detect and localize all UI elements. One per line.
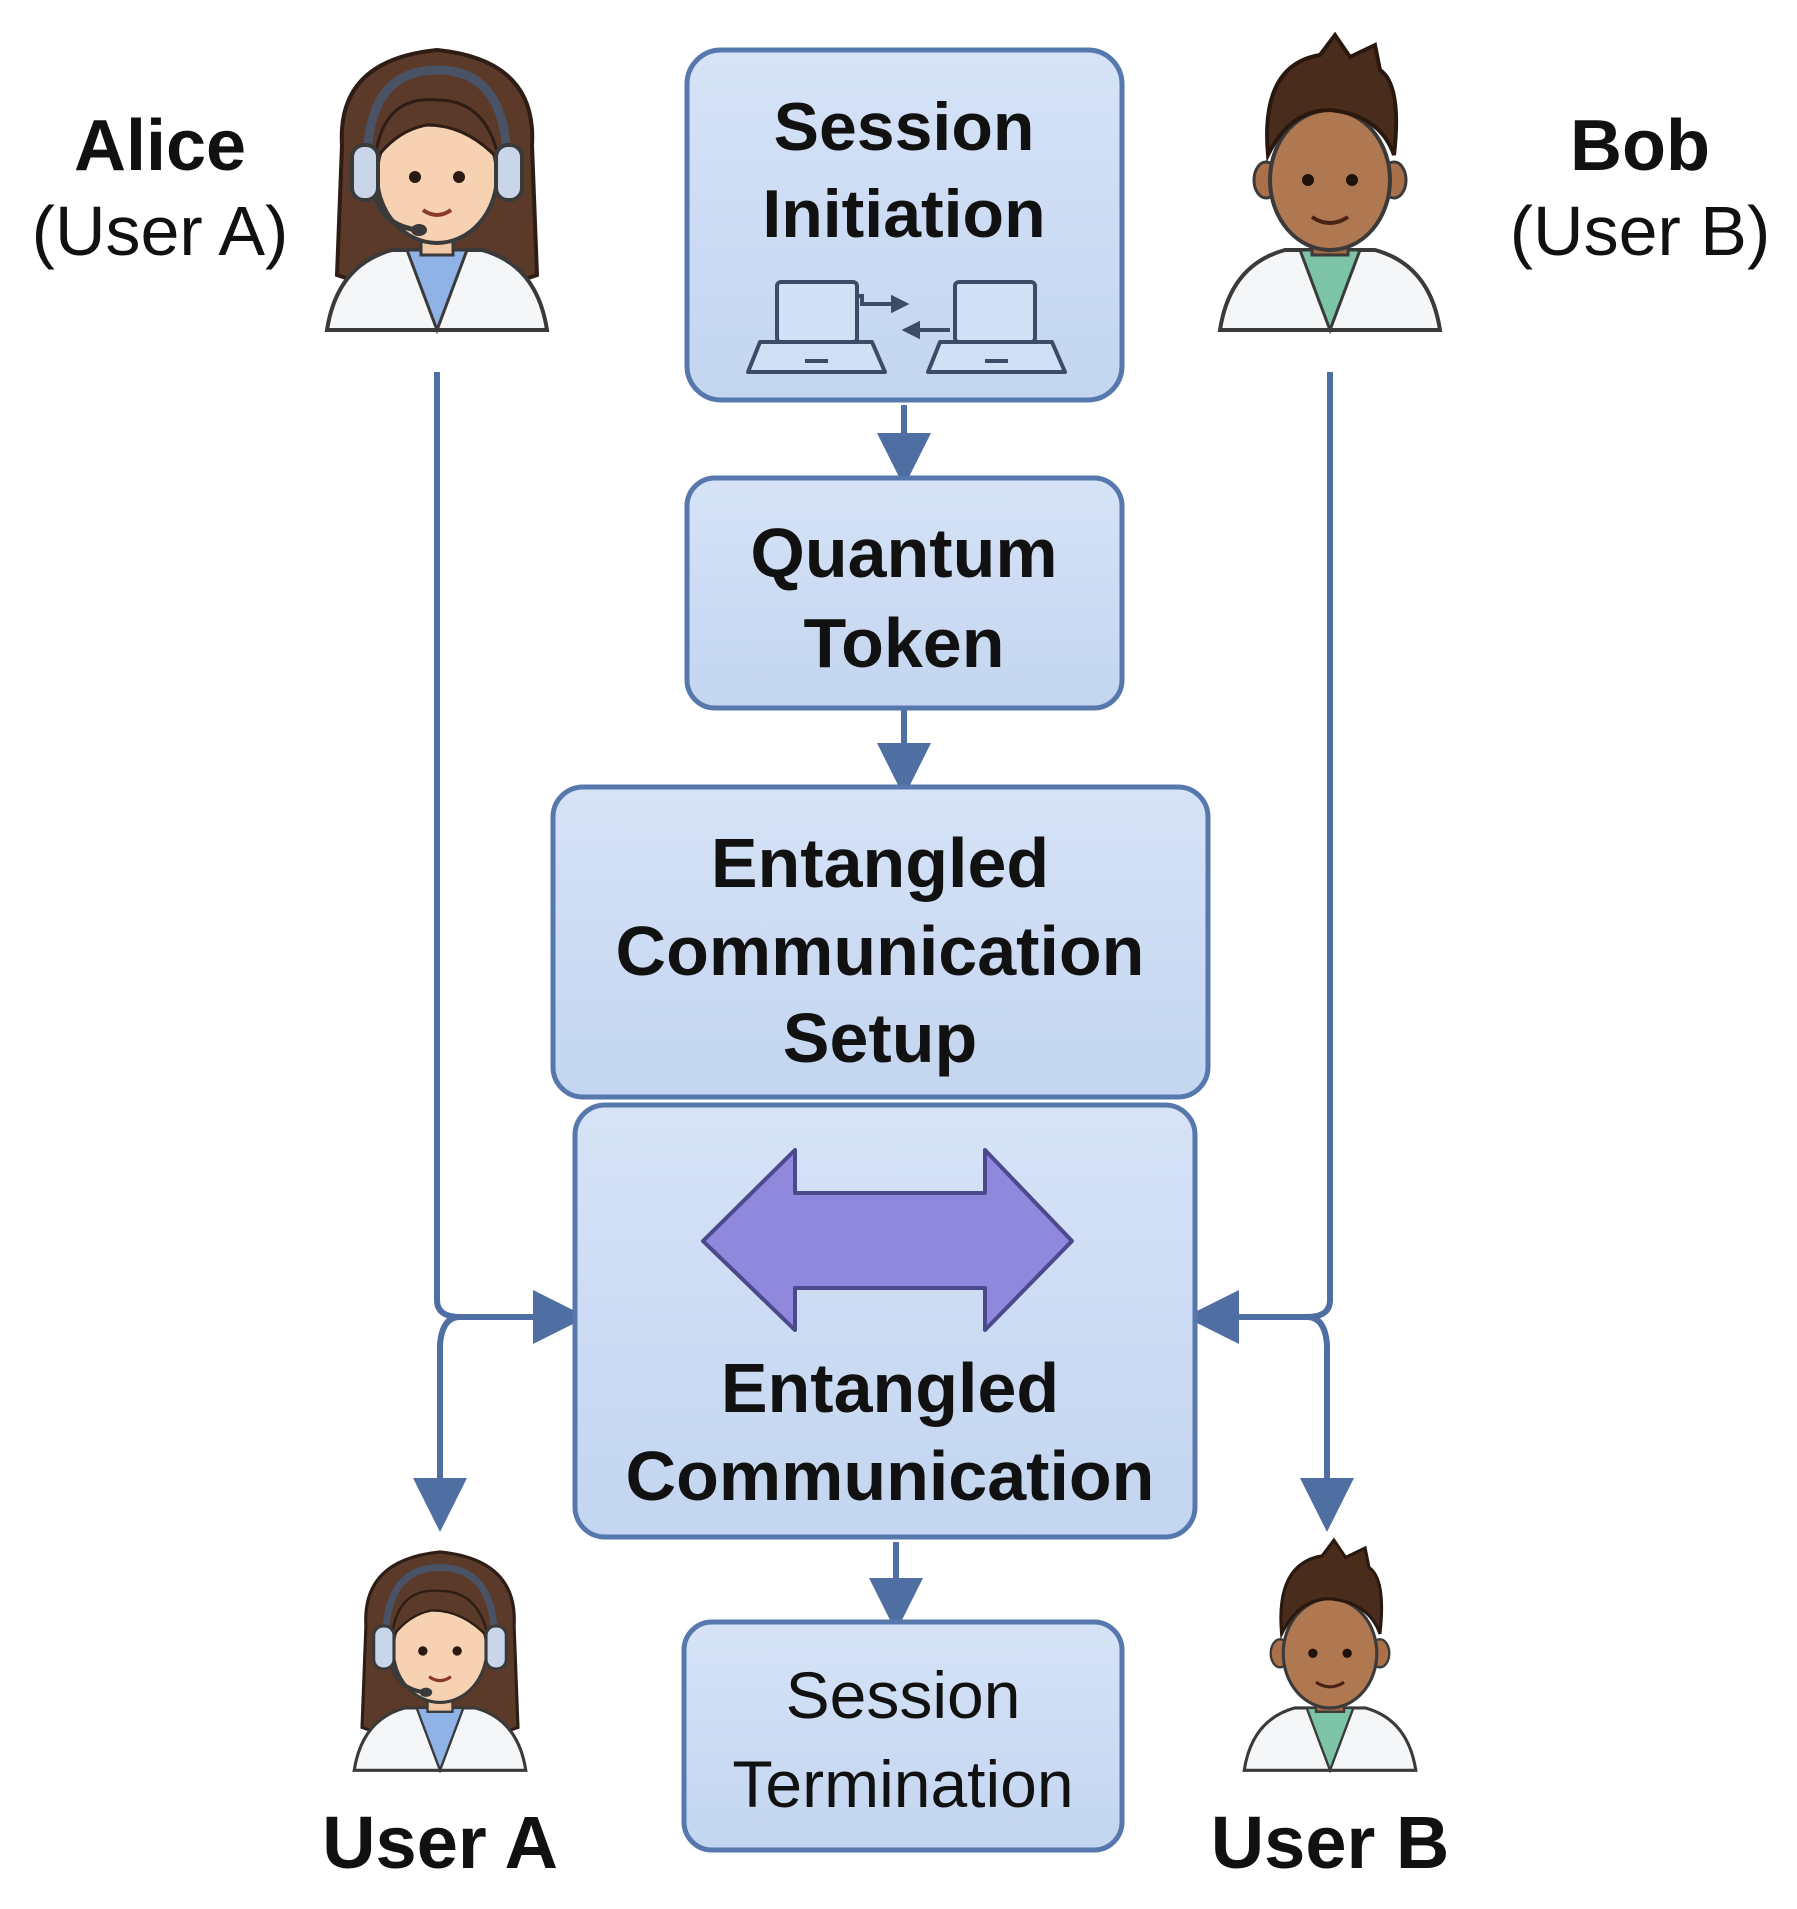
arrow-bob-to-user-b xyxy=(1300,1314,1354,1532)
user-b-avatar xyxy=(1242,1537,1418,1774)
entangled-setup-line1: Entangled xyxy=(711,824,1049,902)
session-initiation-line2: Initiation xyxy=(762,176,1045,252)
user-a-headset-avatar xyxy=(352,1550,528,1774)
quantum-token-line1: Quantum xyxy=(750,514,1057,592)
quantum-token-box: Quantum Token xyxy=(684,475,1125,711)
entangled-setup-box: Entangled Communication Setup xyxy=(550,784,1211,1100)
alice-role-label: (User A) xyxy=(32,192,289,270)
connectors xyxy=(413,372,1354,1632)
bob-avatar xyxy=(1217,31,1443,335)
session-termination-line2: Termination xyxy=(732,1747,1073,1821)
alice-name-label: Alice xyxy=(74,106,246,186)
alice-headset-avatar xyxy=(324,47,550,335)
entangled-communication-line2: Communication xyxy=(626,1437,1155,1515)
session-initiation-box: Session Initiation xyxy=(684,47,1125,403)
double-arrow-icon xyxy=(701,1148,1074,1332)
entangled-setup-line2: Communication xyxy=(616,912,1145,990)
session-termination-box: Session Termination xyxy=(681,1619,1125,1853)
arrow-bob-to-communication xyxy=(1185,1290,1333,1344)
entangled-communication-line1: Entangled xyxy=(721,1349,1059,1427)
session-termination-line1: Session xyxy=(786,1658,1021,1732)
laptop-icon xyxy=(926,280,1067,374)
quantum-token-line2: Token xyxy=(804,604,1005,682)
exchange-arrows-icon xyxy=(857,294,950,340)
session-initiation-line1: Session xyxy=(774,89,1035,165)
entangled-communication-box: Entangled Communication xyxy=(572,1102,1198,1540)
arrow-alice-to-user-a xyxy=(413,1314,467,1532)
bob-role-label: (User B) xyxy=(1510,192,1771,270)
bob-name-label: Bob xyxy=(1570,106,1710,186)
user-a-bottom-label: User A xyxy=(322,1801,558,1884)
user-b-bottom-label: User B xyxy=(1211,1801,1450,1884)
laptop-icon xyxy=(746,280,887,374)
entangled-setup-line3: Setup xyxy=(783,999,977,1077)
